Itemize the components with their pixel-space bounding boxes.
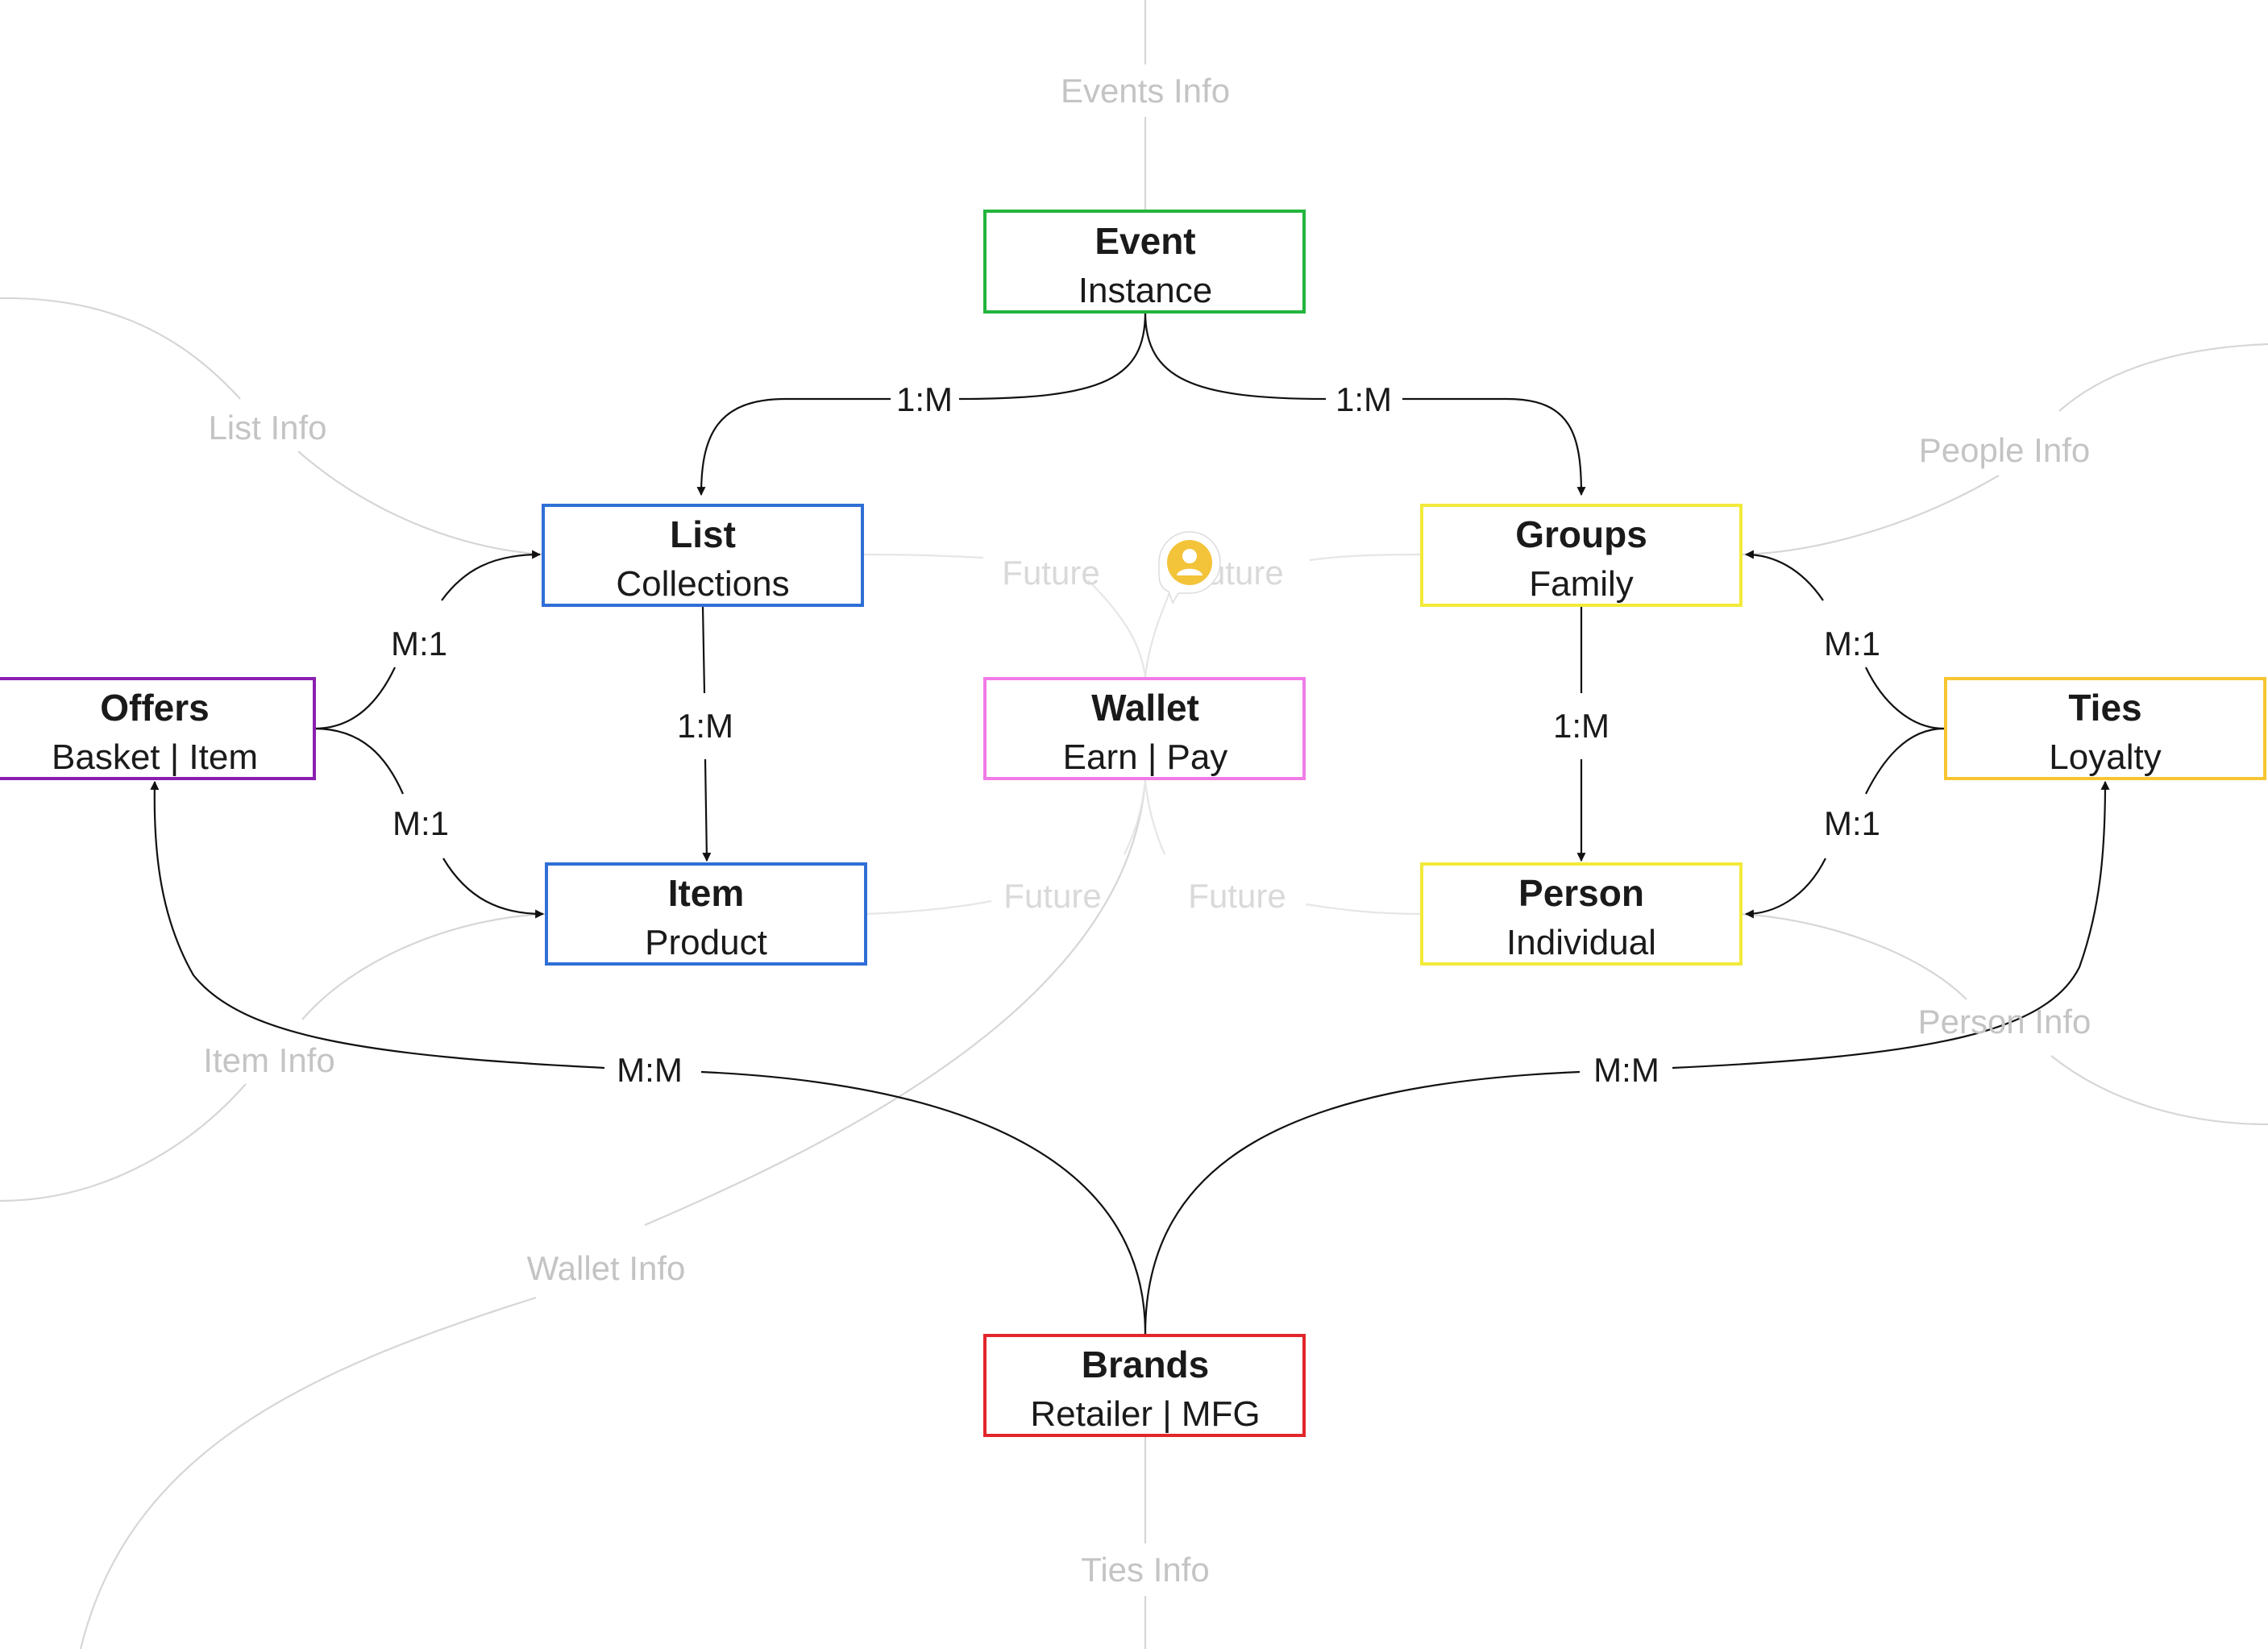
node-ties-subtitle: Loyalty	[2049, 737, 2161, 777]
edge-brands-ties	[1144, 782, 2105, 1335]
node-item[interactable]: Item Product	[545, 862, 867, 966]
node-brands-title: Brands	[1082, 1344, 1209, 1385]
info-label-item: Item Info	[203, 1041, 334, 1079]
node-offers-subtitle: Basket | Item	[52, 737, 258, 777]
node-person-subtitle: Individual	[1506, 923, 1656, 962]
node-event-box	[983, 210, 1306, 314]
info-labels: Events Info List Info People Info Item I…	[203, 72, 2091, 1589]
node-item-subtitle: Product	[645, 923, 767, 962]
node-item-box	[545, 862, 867, 966]
edge-event-list	[701, 311, 1147, 495]
node-event[interactable]: Event Instance	[983, 210, 1306, 314]
edge-ties-groups	[1746, 555, 1945, 730]
future-line-item-wallet	[865, 779, 1147, 916]
node-groups-box	[1420, 504, 1743, 607]
node-groups-title: Groups	[1515, 513, 1647, 555]
people-info-line	[1740, 343, 2268, 556]
label-offers-list: M:1	[391, 625, 447, 663]
item-info-line	[0, 912, 546, 1202]
label-brands-ties: M:M	[1593, 1051, 1659, 1089]
future-label-item-wallet: Future	[1003, 877, 1101, 915]
comment-avatar-head	[1182, 549, 1197, 563]
node-groups-subtitle: Family	[1529, 564, 1634, 604]
future-line-list-wallet	[862, 553, 1147, 678]
label-brands-offers: M:M	[617, 1051, 683, 1089]
edge-offers-item	[314, 727, 543, 914]
node-brands-box	[983, 1334, 1306, 1437]
info-label-wallet: Wallet Info	[527, 1249, 686, 1287]
edge-ties-person	[1746, 727, 1945, 914]
label-event-groups: 1:M	[1335, 380, 1392, 418]
node-offers-title: Offers	[100, 687, 209, 729]
node-person-box	[1420, 862, 1743, 966]
node-ties-box	[1944, 677, 2266, 780]
relationship-connectors	[155, 311, 2105, 1335]
label-ties-groups: M:1	[1824, 625, 1880, 663]
edge-list-item	[703, 605, 707, 861]
label-event-list: 1:M	[896, 380, 953, 418]
node-offers[interactable]: Offers Basket | Item	[0, 677, 316, 780]
info-label-person: Person Info	[1918, 1003, 2091, 1040]
future-label-person-wallet: Future	[1188, 877, 1286, 915]
future-line-person-wallet	[1144, 779, 1424, 916]
label-ties-person: M:1	[1824, 804, 1880, 842]
label-list-item: 1:M	[677, 707, 733, 745]
node-wallet-box	[983, 677, 1306, 780]
node-groups[interactable]: Groups Family	[1420, 504, 1743, 607]
node-item-title: Item	[668, 872, 745, 914]
node-person[interactable]: Person Individual	[1420, 862, 1743, 966]
label-groups-person: 1:M	[1553, 707, 1610, 745]
node-ties[interactable]: Ties Loyalty	[1944, 677, 2266, 780]
edge-brands-offers	[155, 782, 1147, 1335]
node-list-subtitle: Collections	[616, 564, 789, 604]
edge-event-groups	[1144, 311, 1581, 495]
info-label-people: People Info	[1919, 431, 2091, 469]
person-info-line	[1740, 912, 2268, 1126]
label-offers-item: M:1	[393, 804, 449, 842]
relation-labels: 1:M 1:M 1:M 1:M M:1 M:1 M:1 M:1 M:M M:M	[391, 380, 1880, 1089]
info-label-ties: Ties Info	[1081, 1551, 1210, 1589]
user-comment-icon[interactable]	[1158, 525, 1221, 604]
node-list[interactable]: List Collections	[542, 504, 864, 607]
node-offers-box	[0, 677, 316, 780]
edge-offers-list	[314, 555, 540, 730]
future-label-list-wallet: Future	[1002, 554, 1099, 592]
node-brands[interactable]: Brands Retailer | MFG	[983, 1334, 1306, 1437]
info-label-list: List Info	[208, 409, 326, 447]
node-list-title: List	[670, 513, 736, 555]
node-wallet-title: Wallet	[1091, 687, 1199, 729]
list-info-line	[0, 297, 544, 556]
comment-avatar-body	[1177, 568, 1203, 575]
node-brands-subtitle: Retailer | MFG	[1030, 1394, 1260, 1434]
node-event-subtitle: Instance	[1078, 271, 1212, 310]
info-label-events: Events Info	[1061, 72, 1230, 110]
wallet-info-line	[79, 779, 1147, 1649]
node-wallet[interactable]: Wallet Earn | Pay	[983, 677, 1306, 780]
node-ties-title: Ties	[2068, 687, 2141, 729]
node-wallet-subtitle: Earn | Pay	[1063, 737, 1228, 777]
node-person-title: Person	[1518, 872, 1644, 914]
node-list-box	[542, 504, 864, 607]
node-event-title: Event	[1095, 220, 1195, 262]
